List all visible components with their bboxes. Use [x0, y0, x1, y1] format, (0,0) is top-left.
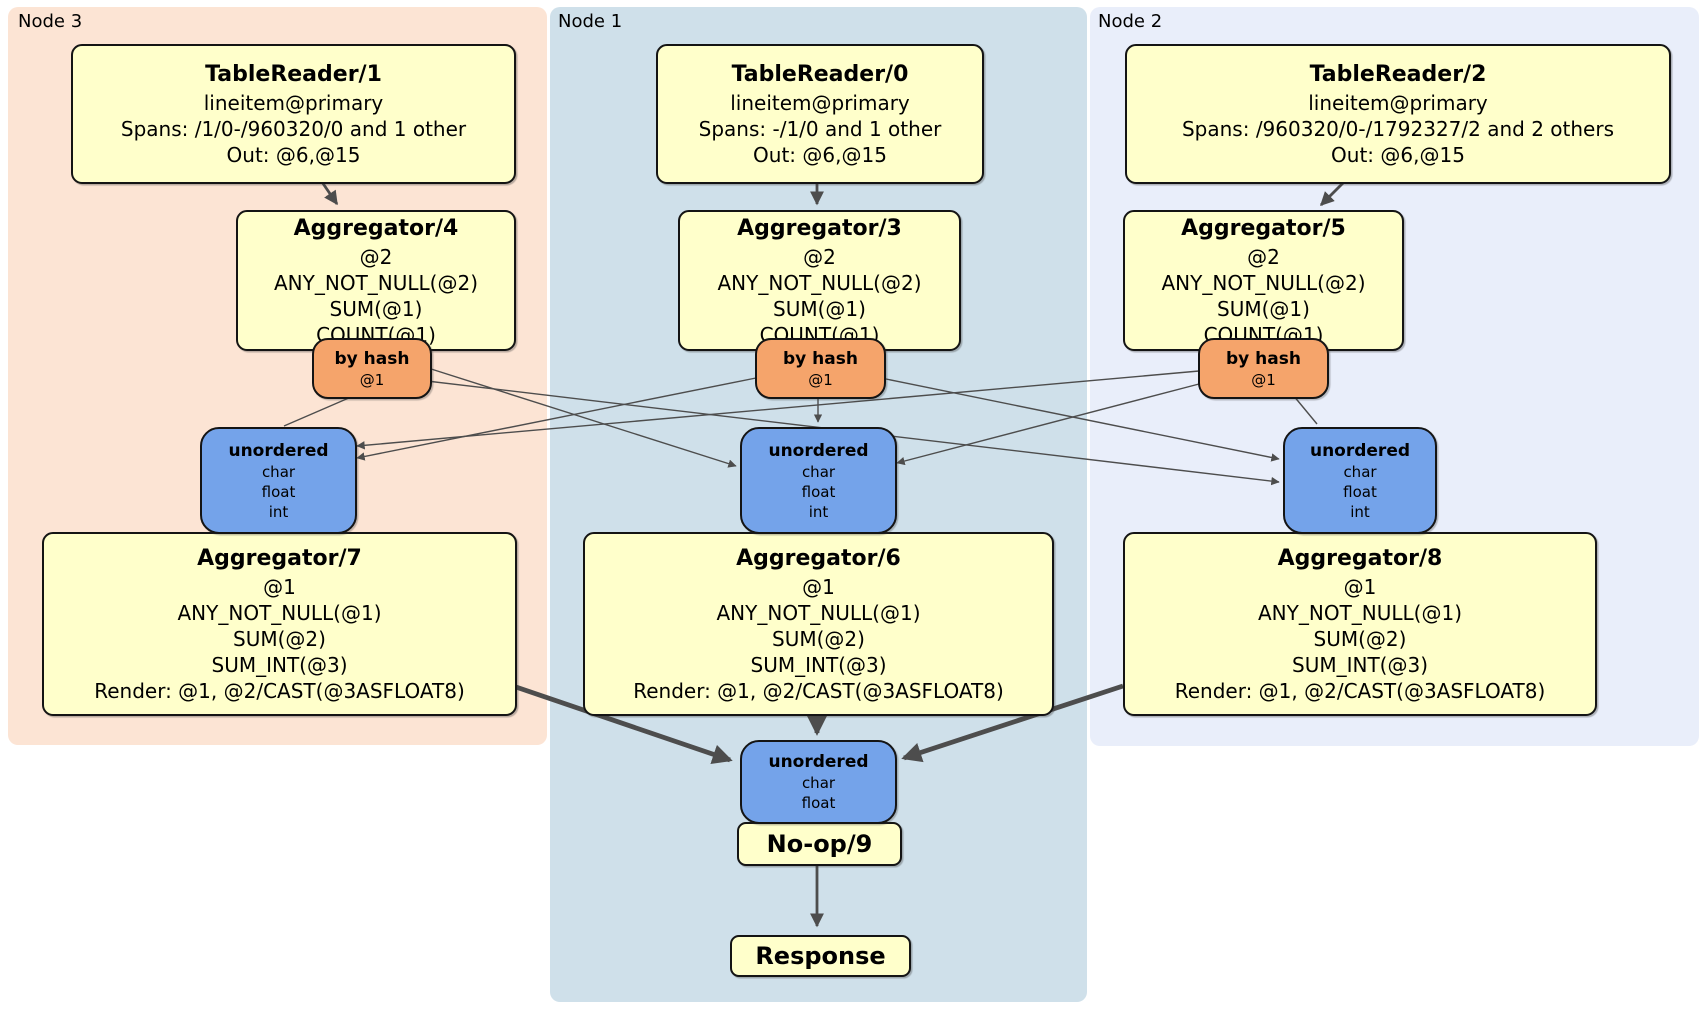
- box-line: Render: @1, @2/CAST(@3ASFLOAT8): [633, 679, 1004, 703]
- aggregator-4-box: Aggregator/4 @2 ANY_NOT_NULL(@2) SUM(@1)…: [236, 210, 516, 351]
- edge-router1-sync2: [880, 377, 1280, 462]
- box-title: TableReader/2: [1309, 62, 1487, 87]
- noop-box: No-op/9: [737, 822, 902, 866]
- box-line: lineitem@primary: [730, 91, 910, 115]
- box-line: @1: [1343, 575, 1377, 599]
- box-line: SUM(@2): [772, 627, 865, 651]
- table-reader-2-box: TableReader/2 lineitem@primary Spans: /9…: [1125, 44, 1671, 184]
- sync-line: char: [1343, 462, 1377, 481]
- box-line: ANY_NOT_NULL(@2): [274, 270, 478, 295]
- response-box: Response: [730, 935, 911, 977]
- node2-label: Node 2: [1098, 11, 1163, 32]
- box-line: lineitem@primary: [203, 91, 384, 115]
- box-title: TableReader/1: [205, 62, 382, 87]
- edge-tr1-agg4: [320, 181, 339, 206]
- box-title: Aggregator/7: [197, 546, 362, 571]
- sync-line: int: [808, 502, 829, 521]
- box-line: ANY_NOT_NULL(@1): [716, 601, 921, 625]
- box-line: Spans: /1/0-/960320/0 and 1 other: [120, 117, 467, 141]
- hash-router-node2: by hash @1: [1198, 338, 1329, 399]
- sync-title: unordered: [228, 440, 329, 461]
- box-line: @2: [803, 244, 836, 269]
- node1-label: Node 1: [558, 11, 623, 32]
- box-line: @2: [359, 244, 393, 269]
- router-key: @1: [1251, 370, 1276, 389]
- edge-router2-sync3: [356, 370, 1200, 450]
- aggregator-8-box: Aggregator/8 @1 ANY_NOT_NULL(@1) SUM(@2)…: [1123, 532, 1597, 716]
- edge-router1-sync3: [356, 377, 757, 461]
- box-line: @1: [802, 575, 835, 599]
- sync-line: char: [801, 774, 836, 792]
- box-line: ANY_NOT_NULL(@2): [1161, 270, 1366, 295]
- node3-label: Node 3: [18, 11, 83, 32]
- edge-agg8-finalsync: [901, 683, 1124, 763]
- router-title: by hash: [334, 348, 410, 369]
- box-line: SUM(@2): [233, 627, 326, 651]
- box-line: SUM(@1): [773, 296, 866, 321]
- sync-title: unordered: [768, 752, 869, 772]
- sync-line: int: [268, 502, 289, 521]
- box-title: Aggregator/5: [1181, 215, 1346, 241]
- edge-router3-sync3: [283, 393, 359, 427]
- unordered-sync-node2: unordered char float int: [1283, 427, 1437, 534]
- sync-line: float: [801, 482, 836, 501]
- box-line: Out: @6,@15: [226, 143, 361, 167]
- unordered-sync-node3: unordered char float int: [200, 427, 357, 534]
- box-line: ANY_NOT_NULL(@1): [177, 601, 382, 625]
- box-line: Out: @6,@15: [1331, 143, 1465, 167]
- sync-line: char: [261, 462, 296, 481]
- edge-router2-sync2: [1292, 394, 1318, 425]
- sync-title: unordered: [768, 440, 869, 461]
- box-line: SUM(@2): [1313, 627, 1407, 651]
- aggregator-7-box: Aggregator/7 @1 ANY_NOT_NULL(@1) SUM(@2)…: [42, 532, 517, 716]
- sync-line: float: [261, 482, 296, 501]
- unordered-sync-final: unordered char float: [740, 740, 897, 824]
- sync-line: int: [1350, 502, 1370, 521]
- aggregator-3-box: Aggregator/3 @2 ANY_NOT_NULL(@2) SUM(@1)…: [678, 210, 961, 351]
- sync-line: char: [801, 462, 836, 481]
- box-title: Aggregator/6: [736, 546, 901, 571]
- table-reader-0-box: TableReader/0 lineitem@primary Spans: -/…: [656, 44, 984, 184]
- hash-router-node3: by hash @1: [312, 338, 432, 399]
- aggregator-6-box: Aggregator/6 @1 ANY_NOT_NULL(@1) SUM(@2)…: [583, 532, 1054, 716]
- box-line: SUM(@1): [329, 296, 423, 321]
- table-reader-1-box: TableReader/1 lineitem@primary Spans: /1…: [71, 44, 516, 184]
- box-title: TableReader/0: [731, 62, 909, 87]
- box-line: lineitem@primary: [1308, 91, 1488, 115]
- box-line: Spans: /960320/0-/1792327/2 and 2 others: [1181, 117, 1614, 141]
- box-line: Render: @1, @2/CAST(@3ASFLOAT8): [1174, 679, 1546, 703]
- box-title: Aggregator/4: [293, 215, 459, 241]
- box-title: Aggregator/3: [737, 215, 902, 241]
- sync-line: float: [801, 794, 836, 812]
- unordered-sync-node1: unordered char float int: [740, 427, 897, 534]
- edge-router2-sync1: [896, 383, 1200, 466]
- box-line: SUM(@1): [1217, 296, 1310, 321]
- box-line: SUM_INT(@3): [1292, 653, 1428, 677]
- box-line: ANY_NOT_NULL(@1): [1258, 601, 1462, 625]
- hash-router-node1: by hash @1: [755, 338, 886, 399]
- edge-router3-sync1: [427, 367, 737, 468]
- box-line: ANY_NOT_NULL(@2): [717, 270, 922, 295]
- box-line: SUM_INT(@3): [750, 653, 887, 677]
- sync-line: float: [1343, 482, 1377, 501]
- sync-title: unordered: [1309, 440, 1411, 461]
- box-line: Spans: -/1/0 and 1 other: [698, 117, 942, 141]
- box-line: Out: @6,@15: [753, 143, 887, 167]
- router-key: @1: [808, 370, 833, 389]
- box-title: Response: [755, 942, 886, 970]
- edge-agg7-finalsync: [512, 683, 733, 764]
- box-line: Render: @1, @2/CAST(@3ASFLOAT8): [94, 679, 465, 703]
- box-line: SUM_INT(@3): [211, 653, 348, 677]
- router-title: by hash: [1226, 348, 1301, 369]
- aggregator-5-box: Aggregator/5 @2 ANY_NOT_NULL(@2) SUM(@1)…: [1123, 210, 1404, 351]
- router-key: @1: [359, 370, 385, 389]
- box-title: Aggregator/8: [1277, 546, 1443, 571]
- box-line: @1: [263, 575, 296, 599]
- edge-tr2-agg5: [1320, 181, 1345, 206]
- box-title: No-op/9: [766, 830, 873, 858]
- box-line: @2: [1247, 244, 1280, 269]
- router-title: by hash: [783, 348, 858, 369]
